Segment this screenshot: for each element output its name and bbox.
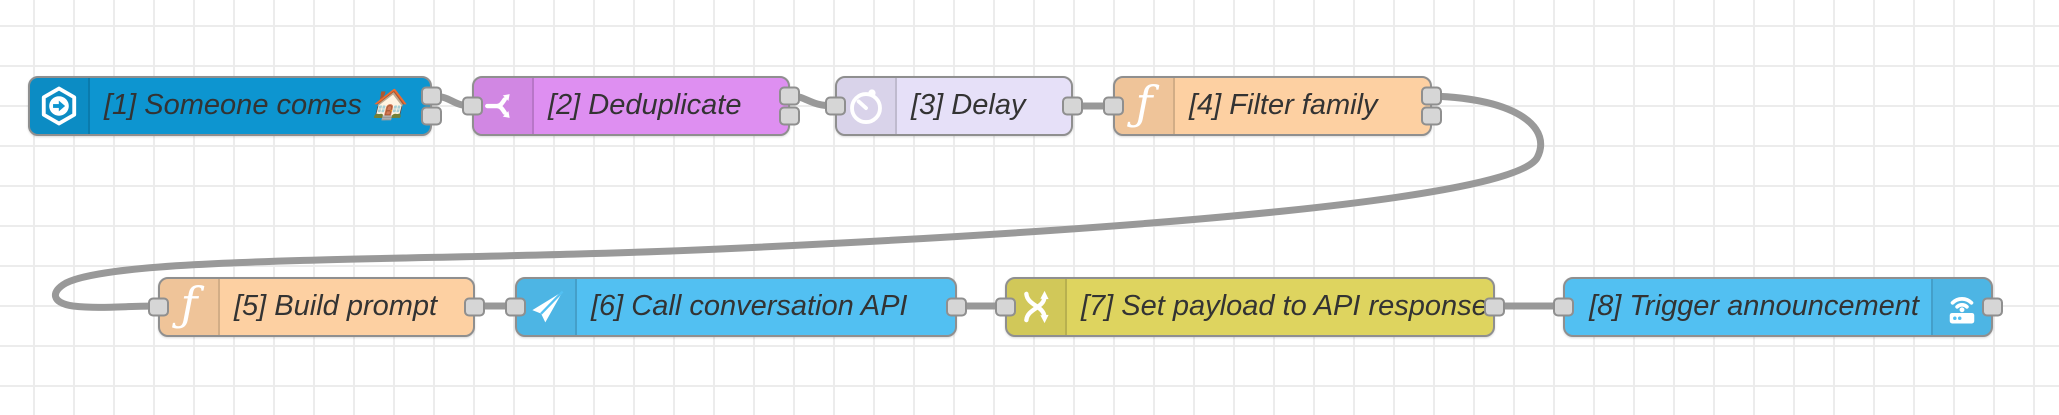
output-port[interactable] — [946, 297, 967, 317]
output-port[interactable] — [1062, 96, 1083, 116]
input-port[interactable] — [825, 96, 846, 116]
node-label: [7] Set payload to API response — [1081, 290, 1488, 322]
output-port[interactable] — [1421, 106, 1442, 126]
node-4-filter-family[interactable]: ƒ [4] Filter family — [1103, 76, 1442, 136]
shuffle-icon — [1007, 279, 1067, 335]
node-label: [4] Filter family — [1189, 89, 1378, 121]
function-icon: ƒ — [1115, 78, 1175, 134]
node-label: [2] Deduplicate — [548, 89, 742, 121]
output-port[interactable] — [1421, 86, 1442, 106]
output-port[interactable] — [464, 297, 485, 317]
input-port[interactable] — [148, 297, 169, 317]
output-port[interactable] — [1484, 297, 1505, 317]
node-2-deduplicate[interactable]: [2] Deduplicate — [462, 76, 800, 136]
input-port[interactable] — [1103, 96, 1124, 116]
input-port[interactable] — [505, 297, 526, 317]
function-icon: ƒ — [160, 279, 220, 335]
device-wifi-icon — [1931, 279, 1991, 335]
paper-plane-icon — [517, 279, 577, 335]
output-port[interactable] — [779, 86, 800, 106]
node-5-build-prompt[interactable]: ƒ [5] Build prompt — [148, 277, 485, 337]
input-port[interactable] — [995, 297, 1016, 317]
node-3-delay[interactable]: [3] Delay — [825, 76, 1083, 136]
node-8-trigger-announcement[interactable]: [8] Trigger announcement — [1553, 277, 2003, 337]
home-assistant-arrow-icon — [30, 78, 90, 134]
node-label: [1] Someone comes 🏠 — [104, 89, 407, 121]
node-7-set-payload[interactable]: [7] Set payload to API response — [995, 277, 1505, 337]
node-label: [8] Trigger announcement — [1589, 290, 1919, 322]
node-label: [3] Delay — [911, 89, 1026, 121]
input-port[interactable] — [462, 96, 483, 116]
wire-node4-node5[interactable] — [52, 92, 1545, 311]
timer-icon — [837, 78, 897, 134]
output-port[interactable] — [1982, 297, 2003, 317]
node-label: [5] Build prompt — [234, 290, 438, 322]
fork-icon — [474, 78, 534, 134]
output-port[interactable] — [421, 86, 442, 106]
node-6-call-conversation-api[interactable]: [6] Call conversation API — [505, 277, 967, 337]
output-port[interactable] — [421, 106, 442, 126]
node-label: [6] Call conversation API — [591, 290, 908, 322]
output-port[interactable] — [779, 106, 800, 126]
input-port[interactable] — [1553, 297, 1574, 317]
node-1-someone-comes[interactable]: [1] Someone comes 🏠 — [28, 76, 442, 136]
